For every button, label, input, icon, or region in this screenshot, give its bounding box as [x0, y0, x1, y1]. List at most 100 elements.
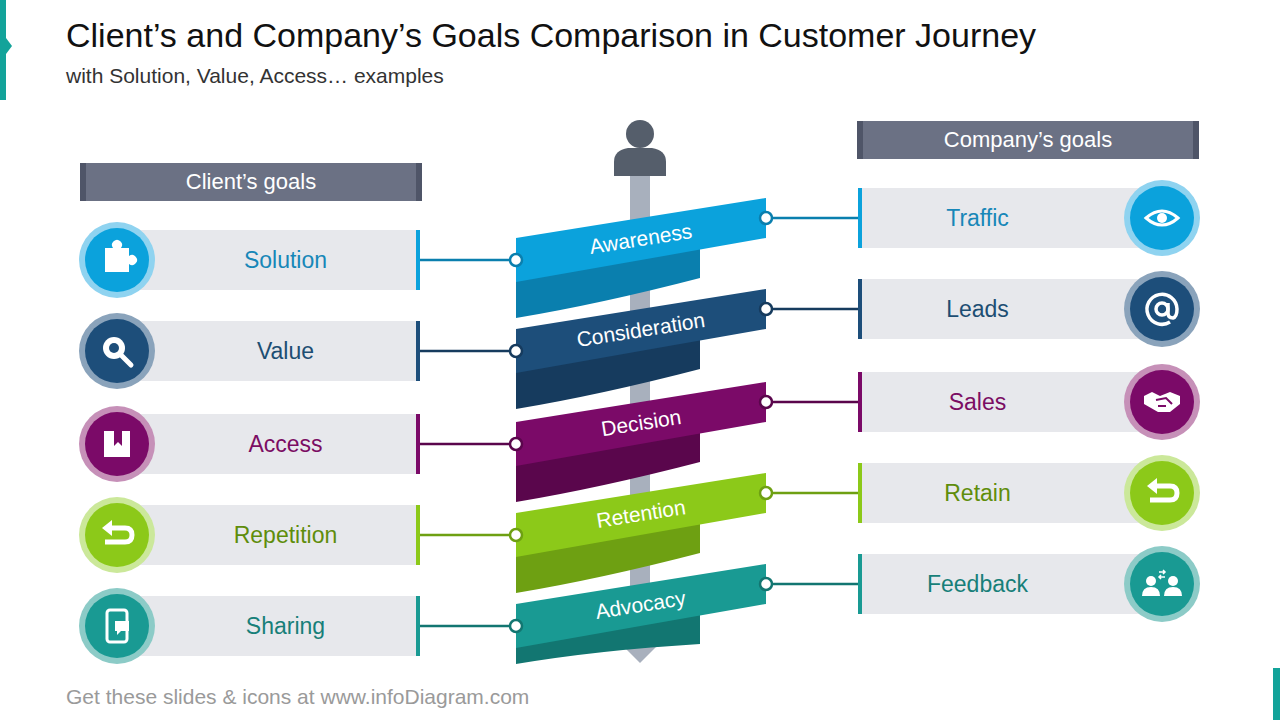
icon-disc [85, 412, 149, 476]
connector-line [766, 583, 858, 586]
goal-icon [79, 222, 155, 298]
goal-box: Value [155, 321, 420, 381]
person-icon-head [1146, 576, 1156, 586]
connector-dot [510, 345, 522, 357]
goal-name: Retain [944, 480, 1010, 507]
ribbon-text-area: Consideration [516, 309, 766, 351]
goal-name: Traffic [946, 205, 1009, 232]
connector-dot [760, 396, 772, 408]
goal-box: Retain [858, 463, 1123, 523]
ribbon-face [516, 289, 766, 373]
connector-dot [760, 212, 772, 224]
connector-dot [760, 303, 772, 315]
column-header: Client’s goals [80, 163, 422, 201]
connector-line [420, 534, 516, 537]
ribbon-face [516, 564, 766, 648]
icon-ring [79, 497, 155, 573]
icon-disc [1130, 186, 1194, 250]
icon-ring [79, 406, 155, 482]
goal-box: Sharing [155, 596, 420, 656]
ribbon-face [516, 198, 766, 282]
connector-line [766, 217, 858, 220]
accent-notch [6, 38, 12, 54]
eye-icon [1146, 211, 1178, 225]
goal-box: Sales [858, 372, 1123, 432]
journey-ribbon: Awareness [516, 198, 766, 284]
goal-box: Leads [858, 279, 1123, 339]
goal-icon [79, 313, 155, 389]
person-icon-body [1142, 587, 1160, 596]
goal-icon [79, 406, 155, 482]
slide-title: Client’s and Company’s Goals Comparison … [66, 16, 1036, 55]
at-icon-ring [1147, 294, 1177, 324]
footer-note: Get these slides & icons at www.infoDiag… [66, 685, 529, 709]
ribbon-face [516, 382, 766, 466]
goal-icon [79, 497, 155, 573]
header-text: Company’s goals [944, 127, 1112, 153]
goal-icon [1124, 364, 1200, 440]
eye-pupil [1157, 213, 1167, 223]
goal-name: Solution [244, 247, 327, 274]
icon-disc [85, 228, 149, 292]
ribbon-face [516, 473, 766, 557]
connector-dot [510, 254, 522, 266]
connector-dot [510, 529, 522, 541]
goal-name: Sharing [246, 613, 325, 640]
connector-line [420, 625, 516, 628]
subtitle: with Solution, Value, Access… examples [66, 64, 444, 88]
icon-disc [1130, 277, 1194, 341]
person-body [614, 148, 666, 176]
connector-dot [510, 620, 522, 632]
goal-name: Leads [946, 296, 1009, 323]
stage-name: Awareness [588, 219, 694, 259]
goal-name: Access [248, 431, 322, 458]
icon-ring [1124, 455, 1200, 531]
bookmark-icon [104, 431, 130, 457]
goal-name: Feedback [927, 571, 1028, 598]
magnifier-handle [122, 356, 131, 365]
connector-dot [760, 487, 772, 499]
accent-bar [0, 0, 6, 100]
column-header: Company’s goals [857, 121, 1199, 159]
ribbon-text-area: Awareness [516, 218, 766, 260]
stage-name: Retention [595, 495, 688, 533]
icon-disc [1130, 552, 1194, 616]
journey-ribbon: Advocacy [516, 564, 766, 650]
connector-dot [510, 438, 522, 450]
goal-icon [1124, 455, 1200, 531]
icon-ring [79, 588, 155, 664]
goal-box: Traffic [858, 188, 1123, 248]
goal-box: Repetition [155, 505, 420, 565]
connector-line [766, 492, 858, 495]
exchange-arrows [1159, 570, 1165, 579]
handshake-lines [1156, 398, 1172, 406]
connector-line [420, 350, 516, 353]
person-icon-head [1168, 576, 1178, 586]
icon-disc [85, 594, 149, 658]
person-head [626, 120, 654, 148]
connector-line [420, 443, 516, 446]
goal-box: Access [155, 414, 420, 474]
icon-ring [79, 313, 155, 389]
journey-ribbon: Retention [516, 473, 766, 559]
goal-icon [1124, 271, 1200, 347]
connector-line [766, 308, 858, 311]
goal-box: Feedback [858, 554, 1123, 614]
goal-icon [1124, 546, 1200, 622]
icon-disc [1130, 461, 1194, 525]
icon-disc [85, 319, 149, 383]
icon-disc [1130, 370, 1194, 434]
icon-ring [1124, 271, 1200, 347]
goal-name: Value [257, 338, 314, 365]
return-icon-head [1147, 478, 1157, 494]
icon-disc [85, 503, 149, 567]
icon-ring [1124, 364, 1200, 440]
accent-bar [1273, 668, 1280, 720]
stage-name: Consideration [575, 308, 707, 352]
ribbon-text-area: Advocacy [516, 584, 766, 626]
connector-line [420, 259, 516, 262]
goal-name: Sales [949, 389, 1007, 416]
goal-icon [1124, 180, 1200, 256]
goal-name: Repetition [234, 522, 338, 549]
